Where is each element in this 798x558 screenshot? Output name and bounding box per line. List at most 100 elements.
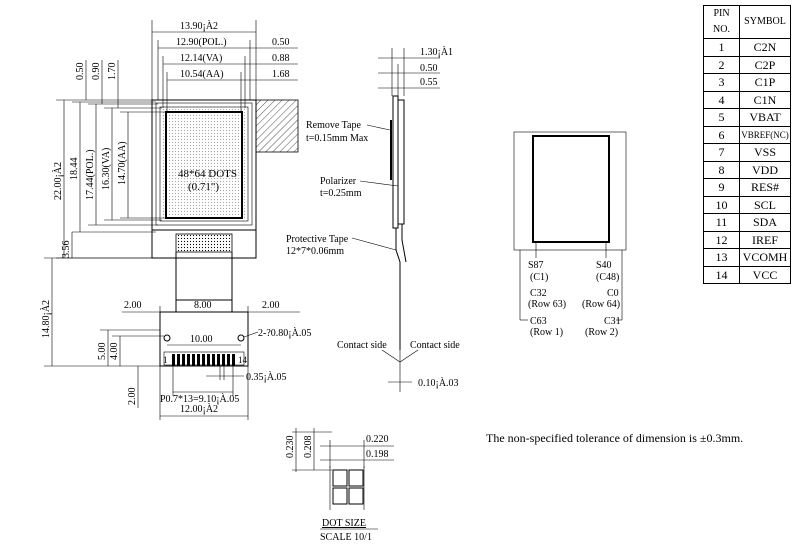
- dim-vtop-3: 1.70: [107, 63, 118, 81]
- contact-side-left: Contact side: [337, 340, 387, 351]
- pin-no: 10: [703, 195, 740, 214]
- side-dim-3: 0.55: [420, 77, 438, 88]
- dim-left-7: 14.80¡À2: [40, 300, 52, 338]
- pin-no: 7: [703, 143, 740, 162]
- dim-right-1: 0.50: [272, 37, 290, 48]
- pin-no: 4: [703, 90, 740, 109]
- pin-symbol: VBREF(NC): [739, 125, 791, 144]
- pin-symbol: RES#: [739, 178, 791, 197]
- side-dim-2: 0.50: [420, 63, 438, 74]
- fpc-dim-mid: 8.00: [194, 300, 212, 311]
- pin-no: 8: [703, 160, 740, 179]
- pin-symbol: VDD: [739, 160, 791, 179]
- dim-top-3: 12.14(VA): [180, 53, 222, 64]
- pin-no: 3: [703, 73, 740, 92]
- dot-dim-3: 0.220: [366, 434, 389, 445]
- matrix-view: S87 (C1) S40 (C48) C32 (Row 63) C0 (Row …: [513, 131, 627, 338]
- dim-right-2: 0.88: [272, 53, 290, 64]
- matrix-c32: C32: [530, 288, 547, 299]
- pin-symbol: C2P: [739, 55, 791, 74]
- dim-right-3: 1.68: [272, 69, 290, 80]
- pin-no: 14: [703, 265, 740, 284]
- fpc-height-2: 4.00: [109, 343, 120, 361]
- pin-symbol: IREF: [739, 230, 791, 249]
- dim-top-2: 12.90(POL.): [176, 37, 227, 48]
- dim-vtop-1: 0.50: [75, 63, 86, 81]
- dot-size-title: DOT SIZE: [322, 518, 366, 529]
- dot-dim-1: 0.230: [285, 436, 296, 459]
- matrix-c0: C0: [607, 288, 619, 299]
- dot-dim-4: 0.198: [366, 449, 389, 460]
- side-view: 1.30¡À1 0.50 0.55 Remove Tape t=0.15mm M…: [286, 46, 460, 392]
- pin-no: 13: [703, 248, 740, 267]
- matrix-row63: (Row 63): [528, 299, 566, 310]
- pin-no-header: PIN NO.: [703, 5, 740, 39]
- fpc-pin-width: 0.35¡À.05: [246, 371, 287, 383]
- dim-left-2: 18.44: [69, 158, 80, 181]
- dim-top-1: 13.90¡À2: [180, 20, 218, 32]
- display-size-label: (0.71"): [188, 181, 219, 193]
- pin-symbol: VBAT: [739, 108, 791, 127]
- fpc-pins: [172, 354, 235, 366]
- display-dots-label: 48*64 DOTS: [178, 168, 237, 180]
- side-dim-1: 1.30¡À1: [420, 46, 453, 58]
- fpc-height-1: 5.00: [97, 343, 108, 361]
- matrix-c63: C63: [530, 316, 547, 327]
- fpc-pin-first: 1: [163, 355, 168, 365]
- polarizer-label: Polarizer: [320, 176, 357, 187]
- fpc-view: 2.00 8.00 2.00 10.00 2-?0.80¡À.05 1 14: [97, 252, 311, 420]
- matrix-s87: S87: [528, 260, 544, 271]
- dim-left-6: 3.56: [61, 241, 72, 259]
- pin-no: 2: [703, 55, 740, 74]
- pin-no: 9: [703, 178, 740, 197]
- pin-symbol: C1P: [739, 73, 791, 92]
- fpc-dim-left: 2.00: [124, 300, 142, 311]
- dot-size-scale: SCALE 10/1: [320, 532, 372, 543]
- pin-no: 5: [703, 108, 740, 127]
- fpc-pin-last: 14: [238, 355, 248, 365]
- polarizer-thickness: t=0.25mm: [320, 188, 362, 199]
- fpc-height-3: 2.00: [127, 388, 138, 406]
- fpc-pitch: P0.7*13=9.10¡À.05: [160, 393, 239, 405]
- dim-vtop-2: 0.90: [91, 63, 102, 81]
- pin-no: 11: [703, 213, 740, 232]
- dim-left-1: 22.00¡À2: [52, 162, 64, 200]
- matrix-c31: C31: [604, 316, 621, 327]
- dim-left-5: 14.70(AA): [117, 141, 128, 185]
- front-view: 13.90¡À2 12.90(POL.) 0.50 12.14(VA) 0.88…: [40, 20, 299, 367]
- pin-no: 6: [703, 125, 740, 144]
- pin-symbol: C2N: [739, 38, 791, 57]
- remove-tape-thickness: t=0.15mm Max: [306, 133, 368, 144]
- fpc-dim-right: 2.00: [262, 300, 280, 311]
- matrix-row2: (Row 2): [585, 327, 618, 338]
- matrix-s40: S40: [596, 260, 612, 271]
- dim-left-3: 17.44(POL.): [85, 149, 96, 200]
- pin-symbol: SCL: [739, 195, 791, 214]
- pin-no: 12: [703, 230, 740, 249]
- contact-side-right: Contact side: [410, 340, 460, 351]
- matrix-row1: (Row 1): [530, 327, 563, 338]
- pin-no: 1: [703, 38, 740, 57]
- pin-symbol: VSS: [739, 143, 791, 162]
- matrix-row64: (Row 64): [582, 299, 620, 310]
- protective-tape-label: Protective Tape: [286, 234, 349, 245]
- dot-dim-2: 0.208: [303, 436, 314, 459]
- protective-tape-size: 12*7*0.06mm: [286, 246, 344, 257]
- fpc-hole-dia: 2-?0.80¡À.05: [258, 327, 311, 339]
- dim-left-4: 16.30(VA): [101, 148, 112, 190]
- pin-symbol: C1N: [739, 90, 791, 109]
